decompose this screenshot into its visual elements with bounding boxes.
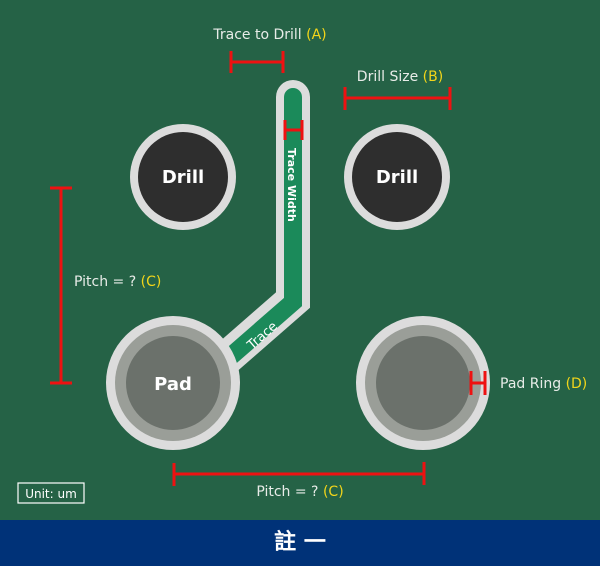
unit-label: Unit: um (25, 487, 77, 501)
pad-ring-label: Pad Ring (D) (500, 376, 587, 392)
drill-left (138, 132, 228, 222)
footer-title: 註 一 (0, 520, 600, 566)
drill-right (352, 132, 442, 222)
unit-box (17, 482, 85, 504)
pad-left (126, 336, 220, 430)
trace (206, 88, 302, 379)
pad-label: Pad (154, 374, 192, 395)
trace-to-drill-label: Trace to Drill (A) (212, 27, 326, 43)
trace-width-marker (283, 120, 304, 140)
trace-to-drill-marker (229, 51, 285, 73)
trace-width-label: Trace Width (285, 148, 298, 222)
drill-left-label: Drill (162, 167, 204, 188)
drill-size-label: Drill Size (B) (357, 69, 443, 85)
horizontal-pitch-marker (172, 462, 426, 486)
drill-right-label: Drill (376, 167, 418, 188)
horizontal-pitch-label: Pitch = ? (C) (256, 484, 343, 500)
pad-right (376, 336, 470, 430)
vertical-pitch-marker (50, 186, 72, 385)
pad-ring-marker (469, 371, 487, 395)
vertical-pitch-label: Pitch = ? (C) (74, 274, 161, 290)
diagram-canvas: Trace to Drill (A) Drill Size (B) Pitch … (17, 27, 587, 504)
drill-size-marker (343, 87, 452, 110)
